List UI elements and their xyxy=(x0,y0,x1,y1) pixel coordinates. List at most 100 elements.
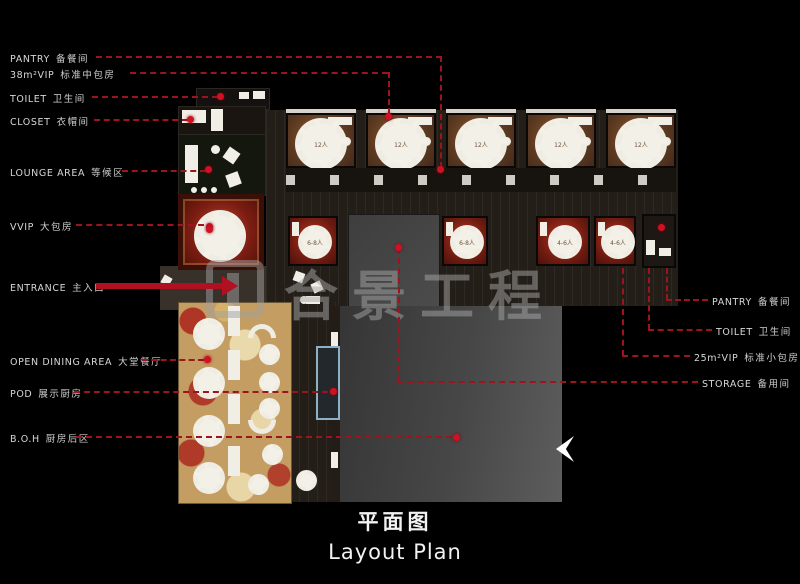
seats-label: 12人 xyxy=(634,141,648,149)
fixture xyxy=(253,91,265,99)
leader-line xyxy=(122,170,206,172)
host-stand xyxy=(306,296,320,304)
leader-dot xyxy=(437,166,444,173)
door xyxy=(292,222,299,236)
sofa xyxy=(328,117,352,125)
vip-room-medium: 6-8人 xyxy=(442,216,488,266)
leader-dot xyxy=(206,226,213,233)
dining-table-small xyxy=(296,470,317,491)
service-rooms-strip xyxy=(286,168,676,192)
leader-line xyxy=(96,56,442,58)
round-table: 6-8人 xyxy=(450,225,484,259)
dining-table-round xyxy=(193,462,225,494)
leader-dot xyxy=(453,434,460,441)
plan-title-en: Layout Plan xyxy=(328,540,462,564)
wall-cap xyxy=(286,109,356,113)
seats-label: 6-8人 xyxy=(459,239,475,247)
leader-line xyxy=(666,299,708,301)
sofa xyxy=(488,117,512,125)
counter xyxy=(211,109,223,131)
round-table-12: 12人 xyxy=(455,118,507,170)
leader-line xyxy=(622,355,690,357)
sofa xyxy=(408,117,432,125)
dining-table-rect xyxy=(228,446,240,476)
entrance-arrow-head xyxy=(222,276,238,296)
leader-line xyxy=(94,119,188,121)
vip-room-small: 4-6人 xyxy=(536,216,590,266)
leader-line xyxy=(398,248,400,382)
dining-table-round xyxy=(193,318,225,350)
booth-seat xyxy=(248,420,276,434)
leader-line xyxy=(76,436,452,438)
seats-label: 4-6人 xyxy=(557,239,573,247)
pod-kitchen xyxy=(316,346,340,420)
door xyxy=(598,222,605,236)
booth-seat xyxy=(248,324,276,338)
dining-table-round xyxy=(193,367,225,399)
counter xyxy=(182,110,206,123)
leader-line xyxy=(622,268,624,356)
seats-label: 12人 xyxy=(554,141,568,149)
leader-dot xyxy=(217,93,224,100)
stool xyxy=(211,187,217,193)
vvip-round-table xyxy=(194,210,246,262)
fixture xyxy=(239,92,249,99)
armchair xyxy=(222,146,241,165)
vip-room-large: 12人 xyxy=(366,113,436,170)
seats-label: 12人 xyxy=(314,141,328,149)
leader-dot xyxy=(205,166,212,173)
leader-line xyxy=(398,381,698,383)
wall-cap xyxy=(366,109,436,113)
door xyxy=(331,332,338,350)
vip-room-medium: 6-8人 xyxy=(288,216,338,266)
leader-dot xyxy=(330,388,337,395)
seats-label: 12人 xyxy=(394,141,408,149)
leader-line xyxy=(648,329,712,331)
round-table: 6-8人 xyxy=(298,225,332,259)
vip-room-small: 4-6人 xyxy=(594,216,636,266)
vip-room-large: 12人 xyxy=(286,113,356,170)
fixture xyxy=(646,240,655,255)
dining-table-rect xyxy=(228,350,240,380)
leader-dot xyxy=(187,116,194,123)
dining-table-small xyxy=(262,444,283,465)
leader-line xyxy=(74,391,328,393)
dining-table-small xyxy=(259,398,280,419)
armchair xyxy=(225,171,242,188)
round-table-12: 12人 xyxy=(535,118,587,170)
leader-line xyxy=(76,224,204,226)
leader-dot xyxy=(658,224,665,231)
watermark-text: 合景工程 xyxy=(284,265,556,328)
dining-table-rect xyxy=(228,394,240,424)
door xyxy=(540,222,547,236)
side-table xyxy=(211,145,220,154)
dining-table-small xyxy=(259,372,280,393)
leader-line xyxy=(666,268,668,300)
stool xyxy=(191,187,197,193)
dining-table-small xyxy=(259,344,280,365)
vip-room-large: 12人 xyxy=(606,113,676,170)
round-table-12: 12人 xyxy=(615,118,667,170)
round-table: 4-6人 xyxy=(548,225,582,259)
lounge-room xyxy=(178,134,266,196)
stool xyxy=(201,187,207,193)
round-table-12: 12人 xyxy=(375,118,427,170)
leader-line xyxy=(440,56,442,168)
round-table: 4-6人 xyxy=(601,225,635,259)
lobby-table xyxy=(300,296,308,304)
leader-line xyxy=(648,268,650,330)
dining-table-small xyxy=(248,474,269,495)
vvip-room xyxy=(178,194,264,270)
